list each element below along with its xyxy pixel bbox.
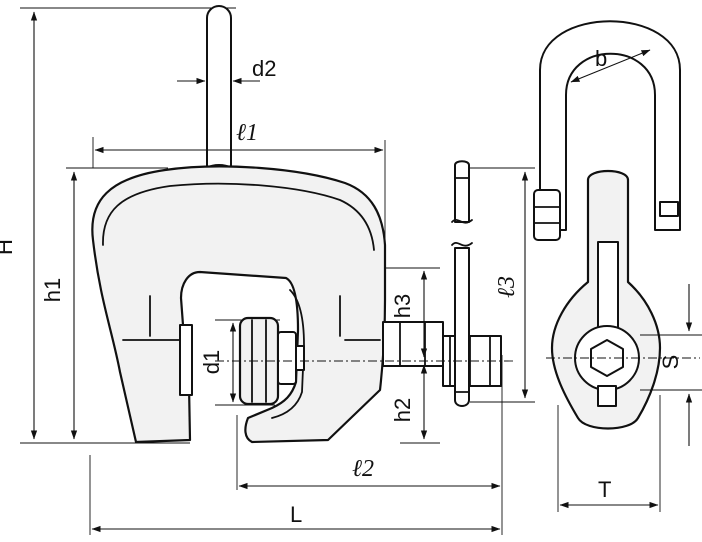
front-view [533, 20, 702, 512]
label-l1: ℓ1 [236, 120, 258, 146]
hex-nut-icon [590, 339, 624, 377]
label-h1: h1 [40, 278, 65, 302]
label-T: T [598, 477, 611, 502]
fixed-jaw-pad [179, 324, 193, 396]
lifting-eye-stem [206, 5, 232, 179]
dim-line-b [570, 49, 651, 83]
label-l2: ℓ2 [352, 456, 374, 482]
label-d2: d2 [252, 56, 276, 81]
dimension-labels: H h1 d2 ℓ1 h3 h2 d1 ℓ2 L ℓ3 b S T [0, 46, 683, 527]
label-d1: d1 [199, 350, 224, 374]
label-h3: h3 [390, 294, 415, 318]
side-view [20, 5, 515, 535]
hex-nut-icon [533, 189, 561, 241]
clamp-frame-inner-edge [102, 182, 375, 251]
label-h2: h2 [390, 398, 415, 422]
tommy-bar [451, 160, 473, 407]
shackle-pin-end [659, 201, 679, 217]
label-L: L [290, 502, 302, 527]
clamp-frame [91, 165, 387, 444]
label-b: b [595, 46, 607, 71]
screw-boss [382, 321, 444, 367]
label-H: H [0, 239, 17, 255]
label-l3: ℓ3 [494, 276, 520, 298]
dimension-lines [30, 11, 693, 533]
label-S: S [658, 355, 683, 370]
